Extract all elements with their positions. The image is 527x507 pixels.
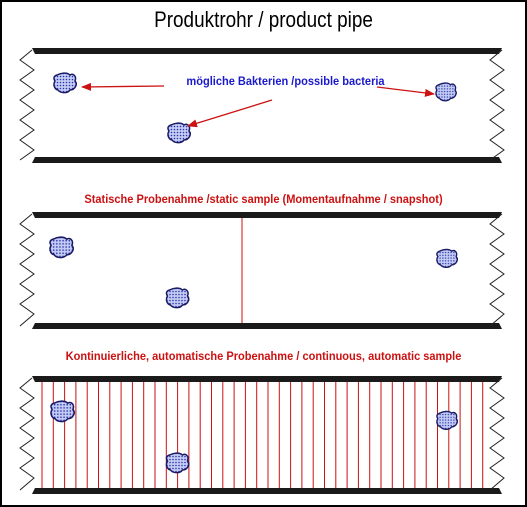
pipe-break-icon [489,377,505,491]
pipe-break-icon [489,49,505,161]
bacteria-blob-icon [165,287,190,309]
bacteria-blob-icon [436,410,458,431]
pipe-continuous-sample [19,376,505,494]
pipe-break-icon [19,213,35,327]
arrow-icon [81,82,165,91]
bacteria-blob-icon [50,400,75,423]
bacteria-blob-icon [165,452,190,474]
continuous-sample-label: Kontinuierliche, automatische Probenahme… [65,349,462,363]
pipe-break-icon [489,213,505,327]
static-sample-label: Statische Probenahme /static sample (Mom… [84,192,443,206]
pipe-break-icon [19,377,35,491]
continuous-sample-lines [41,382,484,488]
arrow-icon [376,86,435,97]
arrow-icon [187,99,273,128]
pipe-break-icon [19,49,35,161]
bacteria-blob-icon [49,236,74,259]
bacteria-label: mögliche Bakterien /possible bacteria [186,74,385,88]
bacteria-blob-icon [167,122,191,144]
diagram-title: Produktrohr / product pipe [154,7,373,32]
bacteria-blob-icon [436,248,458,269]
pipe-static-sample [19,212,505,329]
pipe-product [19,48,505,163]
